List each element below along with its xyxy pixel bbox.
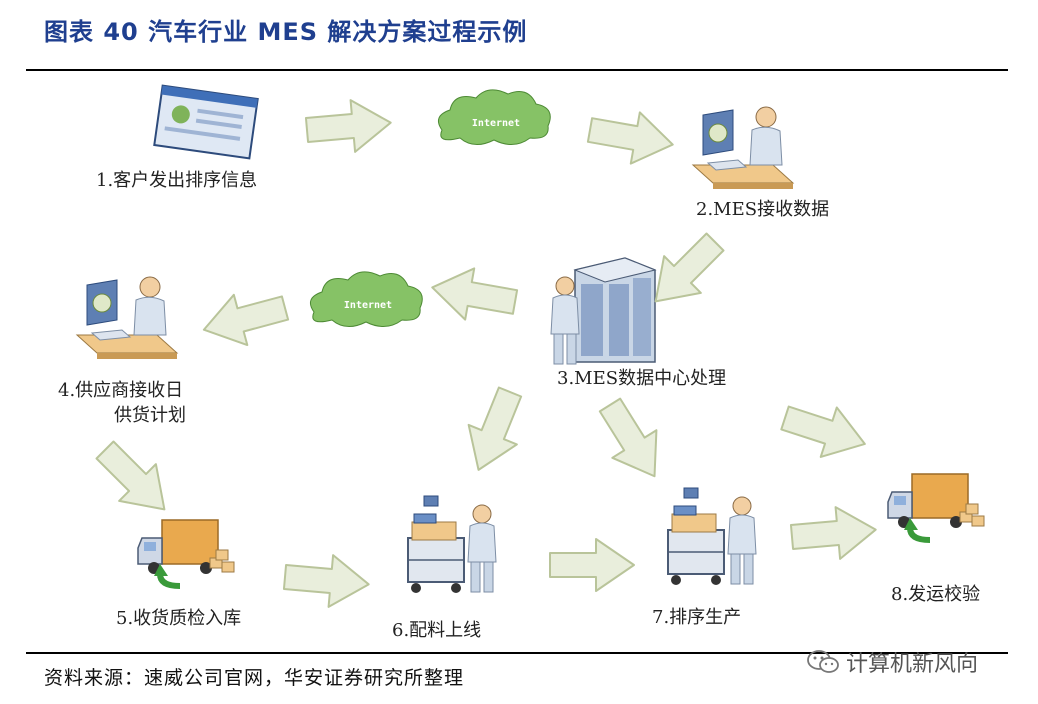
flow-arrow-7 bbox=[586, 390, 678, 492]
figure-title: 图表 40 汽车行业 MES 解决方案过程示例 bbox=[44, 18, 528, 46]
truck-icon-5 bbox=[138, 520, 234, 586]
step-label-8: 8.发运校验 bbox=[891, 584, 981, 605]
watermark: 计算机新风向 bbox=[806, 646, 978, 678]
step-label-1: 1.客户发出排序信息 bbox=[96, 170, 258, 191]
desk-worker-icon-2 bbox=[692, 106, 794, 190]
flow-arrow-9 bbox=[85, 430, 184, 529]
wechat-icon bbox=[807, 650, 839, 673]
flow-arrow-5 bbox=[196, 281, 293, 356]
step-label-4-line1: 4.供应商接收日 bbox=[58, 380, 184, 401]
flow-arrow-12 bbox=[788, 502, 879, 564]
step-label-2: 2.MES接收数据 bbox=[696, 199, 830, 220]
top-rule bbox=[26, 69, 1008, 71]
flow-arrow-4 bbox=[426, 260, 521, 329]
cloud-label-2: Internet bbox=[344, 300, 392, 311]
truck-icon-8 bbox=[888, 474, 984, 540]
cart-worker-icon-7 bbox=[668, 488, 756, 585]
step-label-5: 5.收货质检入库 bbox=[116, 608, 242, 629]
flow-arrow-6 bbox=[453, 381, 536, 481]
cloud-label-1: Internet bbox=[472, 118, 520, 129]
flow-arrow-2 bbox=[584, 103, 679, 172]
bottom-rule bbox=[26, 652, 1008, 654]
step-label-3: 3.MES数据中心处理 bbox=[557, 368, 727, 389]
flow-arrow-11 bbox=[549, 538, 635, 592]
server-rack-icon bbox=[550, 257, 657, 365]
flow-arrow-8 bbox=[775, 392, 874, 470]
desk-worker-icon-4 bbox=[76, 276, 178, 360]
step-label-4-line2: 供货计划 bbox=[114, 405, 186, 426]
step-label-7: 7.排序生产 bbox=[652, 607, 742, 628]
step-label-6: 6.配料上线 bbox=[392, 620, 482, 641]
browser-window-icon bbox=[153, 84, 259, 160]
flow-arrow-10 bbox=[281, 550, 372, 612]
cart-worker-icon-6 bbox=[408, 496, 496, 593]
watermark-text: 计算机新风向 bbox=[846, 652, 979, 677]
source-note: 资料来源：速威公司官网，华安证券研究所整理 bbox=[44, 667, 465, 689]
flow-arrow-1 bbox=[303, 95, 394, 157]
